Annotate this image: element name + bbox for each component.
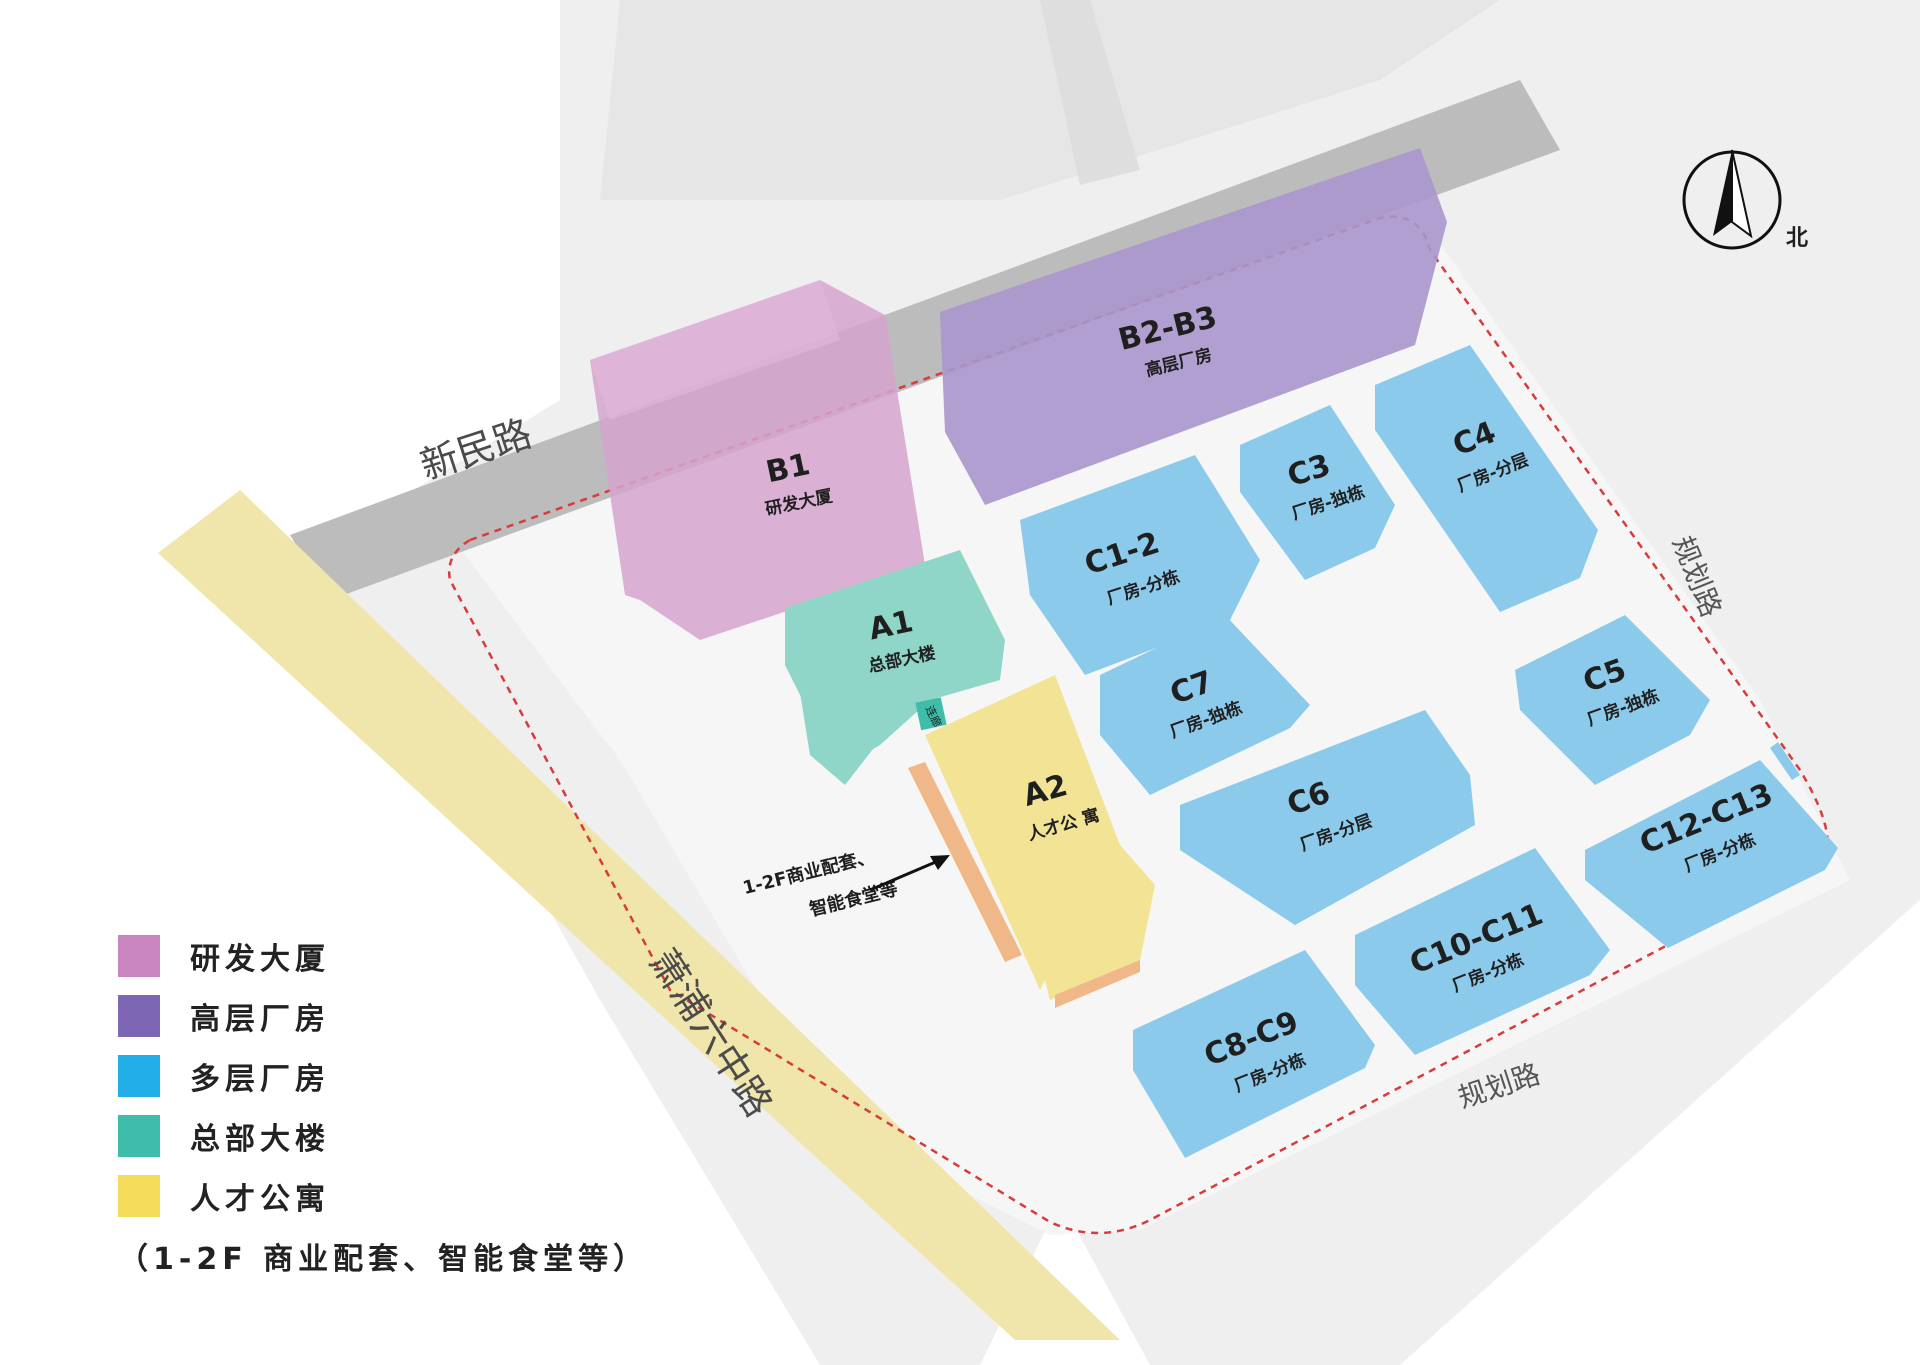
building-b1[interactable]: B1 研发大厦 bbox=[590, 280, 925, 640]
legend-label-highrise: 高层厂房 bbox=[190, 1002, 330, 1037]
north-arrow-icon: 北 bbox=[1682, 149, 1808, 251]
commercial-strip[interactable] bbox=[908, 762, 1022, 962]
legend: 研发大厦 高层厂房 多层厂房 总部大楼 人才公寓 （1-2F 商业配套、智能食堂… bbox=[118, 926, 718, 1278]
legend-item-rnd: 研发大厦 bbox=[118, 926, 718, 986]
building-c7[interactable]: C7 厂房-独栋 bbox=[1100, 615, 1310, 795]
building-b2b3[interactable]: B2-B3 高层厂房 bbox=[940, 148, 1447, 505]
building-c12c13[interactable]: C12-C13 厂房-分栋 bbox=[1585, 742, 1838, 948]
legend-swatch-highrise bbox=[118, 995, 160, 1037]
legend-item-multistorey: 多层厂房 bbox=[118, 1046, 718, 1106]
building-c8c9[interactable]: C8-C9 厂房-分栋 bbox=[1133, 950, 1375, 1158]
north-label: 北 bbox=[1786, 226, 1808, 251]
building-a2[interactable]: A2 人才公 寓 bbox=[925, 675, 1155, 1008]
legend-item-apartment: 人才公寓 bbox=[118, 1166, 718, 1226]
ground-area-upper bbox=[600, 0, 1500, 200]
legend-label-hq: 总部大楼 bbox=[190, 1122, 330, 1157]
building-c10c11[interactable]: C10-C11 厂房-分栋 bbox=[1355, 848, 1610, 1055]
building-c5[interactable]: C5 厂房-独栋 bbox=[1515, 615, 1710, 785]
legend-item-hq: 总部大楼 bbox=[118, 1106, 718, 1166]
legend-swatch-apartment bbox=[118, 1175, 160, 1217]
building-a1[interactable]: 连廊 A1 总部大楼 bbox=[785, 550, 1005, 785]
a1-link-block bbox=[915, 697, 947, 731]
north-connector-road bbox=[1040, 0, 1140, 185]
legend-swatch-multistorey bbox=[118, 1055, 160, 1097]
xiaopu-road bbox=[158, 490, 1120, 1340]
building-c6[interactable]: C6 厂房-分层 bbox=[1180, 710, 1475, 925]
building-c12[interactable]: C1-2 厂房-分栋 bbox=[1020, 455, 1260, 675]
building-c3[interactable]: C3 厂房-独栋 bbox=[1240, 405, 1395, 580]
legend-swatch-hq bbox=[118, 1115, 160, 1157]
callout-arrow-head bbox=[930, 855, 950, 870]
legend-note: （1-2F 商业配套、智能食堂等） bbox=[118, 1242, 649, 1277]
legend-label-rnd: 研发大厦 bbox=[190, 942, 330, 977]
legend-item-highrise: 高层厂房 bbox=[118, 986, 718, 1046]
legend-swatch-rnd bbox=[118, 935, 160, 977]
legend-label-multistorey: 多层厂房 bbox=[190, 1062, 330, 1097]
legend-label-apartment: 人才公寓 bbox=[190, 1182, 330, 1217]
callout-arrow-line bbox=[869, 856, 946, 892]
building-c4[interactable]: C4 厂房-分层 bbox=[1375, 345, 1598, 612]
